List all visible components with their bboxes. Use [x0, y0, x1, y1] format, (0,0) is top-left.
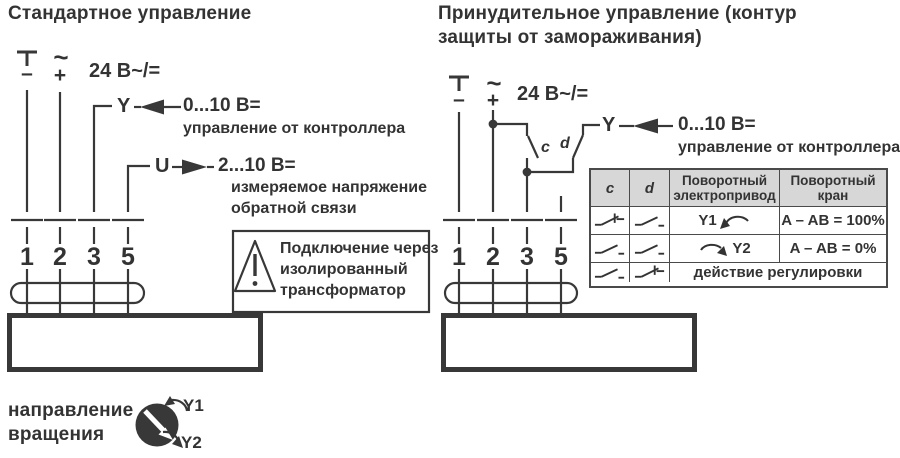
switch-d-label: d: [560, 135, 570, 152]
switch-open-icon: [594, 243, 625, 255]
row3-switch-d-closed: [630, 263, 670, 282]
y-terminal-label: Y: [117, 95, 131, 117]
connector-pill: [443, 281, 579, 305]
terminal-number-5: 5: [554, 243, 568, 271]
u-signal-caption-line2: обратной связи: [231, 200, 357, 217]
table-header-d: d: [630, 170, 670, 207]
u-signal-caption-line1: измеряемое напряжение: [231, 179, 428, 196]
table-header-actuator: Поворотный электропривод: [670, 170, 780, 207]
rotation-y2-label: Y2: [181, 433, 202, 452]
header-actuator-line2: электропривод: [673, 188, 776, 203]
u-terminal-label: U: [155, 155, 170, 177]
switch-c: [493, 122, 540, 159]
rotation-label-line2: вращения: [8, 424, 105, 445]
control-logic-table: c d Поворотный электропривод Поворотный …: [589, 168, 888, 288]
y-terminal-label: Y: [602, 114, 616, 136]
row2-switch-c-open: [591, 235, 630, 263]
row1-actuator-action: Y1: [670, 207, 780, 235]
header-valve-line2: кран: [817, 188, 849, 203]
rotate-ccw-icon: [719, 215, 749, 229]
terminal-number-1: 1: [20, 243, 34, 271]
terminal-number-1: 1: [452, 243, 466, 271]
terminal2-plus: +: [53, 64, 67, 87]
connector-pill: [9, 281, 146, 305]
switch-closed-icon: [594, 212, 625, 226]
right-title-line1: Принудительное управление (контур: [438, 3, 797, 24]
warning-box-graphics: [231, 229, 431, 314]
warning-triangle-icon: [233, 239, 277, 293]
ground-icon: [449, 75, 469, 91]
terminal-number-2: 2: [53, 243, 67, 271]
row2-actuator-action: Y2: [670, 235, 780, 263]
terminal2-tilde: ~: [53, 42, 69, 72]
arrow-left-icon: [619, 118, 673, 134]
row3-regulation-action: действие регулировки: [693, 264, 863, 281]
rotation-y2-arrow: [162, 430, 183, 448]
terminal2-plus: +: [486, 89, 500, 112]
warning-text-line3: трансформатор: [280, 282, 406, 299]
right-title-line2: защиты от замораживания): [438, 27, 702, 48]
left-title: Стандартное управление: [8, 3, 252, 24]
arrow-left-icon: [134, 99, 181, 115]
switch-closed-icon: [634, 264, 664, 278]
supply-label: 24 В~/=: [89, 60, 161, 82]
y-signal-caption: управление от контроллера: [183, 120, 406, 137]
y1-label: Y1: [698, 212, 717, 229]
supply-label: 24 В~/=: [517, 83, 589, 105]
terminal-number-2: 2: [486, 243, 500, 271]
rotation-y1-label: Y1: [183, 396, 204, 415]
row1-switch-c-closed: [591, 207, 630, 235]
y-signal-range: 0...10 В=: [678, 114, 756, 135]
switch-open-icon: [594, 267, 625, 279]
rotation-direction-icon: [135, 396, 189, 448]
header-valve-line1: Поворотный: [790, 173, 876, 188]
terminal-number-3: 3: [87, 243, 101, 271]
ground-icon: [17, 50, 37, 66]
header-actuator-line1: Поворотный: [681, 173, 768, 188]
y-signal-caption: управление от контроллера: [678, 139, 900, 156]
row2-switch-d-open: [630, 235, 670, 263]
actuator-box: [441, 313, 697, 372]
rotation-y1-arrow: [164, 396, 189, 412]
warning-text-line1: Подключение через: [280, 240, 439, 257]
actuator-box: [7, 313, 263, 372]
rotation-label-line1: направление: [8, 400, 134, 421]
row1-valve-position: A – AB = 100%: [780, 207, 886, 235]
y-signal-range: 0...10 В=: [183, 95, 261, 116]
row2-valve-position: A – AB = 0%: [780, 235, 886, 263]
table-header-c: c: [591, 170, 630, 207]
switch-open-icon: [634, 215, 664, 227]
terminal-breaks: [443, 218, 577, 244]
terminal1-minus: –: [21, 62, 33, 85]
terminal-number-5: 5: [121, 243, 135, 271]
rotate-cw-icon: [700, 243, 728, 256]
row3-switch-c-open: [591, 263, 630, 282]
switch-open-icon: [634, 243, 664, 255]
terminal-number-3: 3: [520, 243, 534, 271]
u-signal-range: 2...10 В=: [218, 155, 296, 176]
right-diagram-wires: [441, 75, 697, 372]
arrow-right-icon: [172, 159, 214, 175]
terminal-breaks: [11, 218, 144, 244]
y2-label: Y2: [732, 240, 751, 257]
terminal2-tilde: ~: [486, 68, 502, 98]
switch-d: [527, 123, 600, 174]
table-header-valve: Поворотный кран: [780, 170, 886, 207]
warning-text-line2: изолированный: [280, 261, 408, 278]
left-diagram-wires: [7, 50, 263, 372]
row1-switch-d-open: [630, 207, 670, 235]
terminal1-minus: –: [453, 88, 465, 111]
switch-c-label: c: [541, 139, 550, 156]
